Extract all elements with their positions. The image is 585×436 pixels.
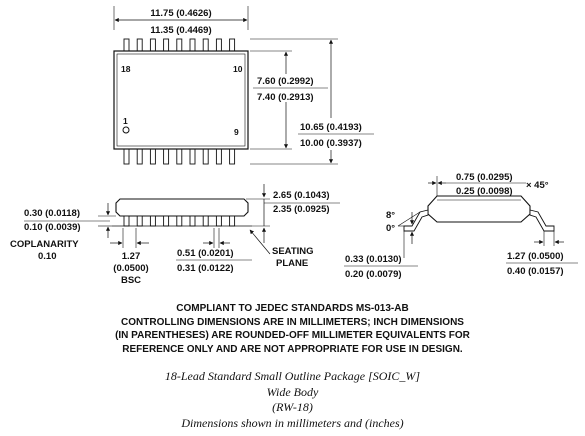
lead-thickness-min: 0.20 (0.0079) (345, 269, 402, 280)
top-pin-lower (163, 148, 170, 165)
top-pin-upper (123, 38, 130, 52)
top-pin-upper (163, 38, 170, 52)
side-lead (229, 215, 236, 227)
lead-width-min: 0.31 (0.0122) (177, 263, 234, 274)
overall-width-min: 11.35 (0.4469) (150, 25, 211, 36)
seating-label-2: PLANE (276, 258, 308, 269)
note-line: (IN PARENTHESES) ARE ROUNDED-OFF MILLIME… (115, 330, 470, 341)
top-body (113, 50, 249, 150)
pin1-indicator-icon (122, 126, 130, 134)
top-pins-lower (123, 148, 236, 165)
side-body (115, 198, 249, 217)
chamfer-angle: × 45° (526, 180, 549, 191)
side-leads (123, 215, 236, 227)
pitch-inch: (0.0500) (113, 263, 148, 274)
coplanarity-label: COPLANARITY (10, 239, 79, 250)
top-pin-lower (215, 148, 222, 165)
top-pin-upper (149, 38, 156, 52)
top-body-inner (116, 53, 246, 147)
coplanarity-value: 0.10 (38, 251, 57, 262)
note-line: REFERENCE ONLY AND ARE NOT APPROPRIATE F… (122, 343, 463, 355)
caption-block: 18-Lead Standard Small Outline Package [… (0, 369, 585, 431)
foot-length-max: 1.27 (0.0500) (507, 251, 564, 262)
notes-block: COMPLIANT TO JEDEC STANDARDS MS-013-AB C… (0, 302, 585, 356)
top-pin-upper (229, 38, 236, 52)
angle-min: 0° (386, 223, 395, 234)
pin-label-9: 9 (234, 127, 239, 137)
top-pin-lower (229, 148, 236, 165)
pitch-bsc: BSC (121, 275, 141, 286)
side-view: 2.65 (0.1043) 2.35 (0.0925) 0.30 (0.0118… (10, 184, 340, 286)
side-lead (215, 215, 222, 227)
side-lead (202, 215, 209, 227)
end-view: 0.75 (0.0295) 0.25 (0.0098) × 45° 8° 0° … (344, 172, 578, 280)
side-lead (163, 215, 170, 227)
seating-label-1: SEATING (272, 246, 314, 257)
top-pin-lower (202, 148, 209, 165)
end-lead-right (529, 209, 555, 232)
top-pin-lower (123, 148, 130, 165)
side-lead (123, 215, 130, 227)
foot-length-min: 0.40 (0.0157) (507, 266, 564, 277)
standoff-max: 0.30 (0.0118) (24, 208, 80, 219)
overall-width-max: 11.75 (0.4626) (150, 8, 211, 19)
pin-label-10: 10 (233, 64, 243, 74)
top-pin-lower (136, 148, 143, 165)
side-lead (176, 215, 183, 227)
total-width-max: 10.65 (0.4193) (300, 122, 362, 133)
total-width-min: 10.00 (0.3937) (300, 138, 362, 149)
top-pin-upper (136, 38, 143, 52)
standoff-min: 0.10 (0.0039) (24, 222, 81, 233)
pin-label-18: 18 (121, 64, 131, 74)
lead-thickness-max: 0.33 (0.0130) (345, 254, 402, 265)
caption-title: 18-Lead Standard Small Outline Package [… (164, 369, 421, 383)
top-pin-upper (215, 38, 222, 52)
top-pin-lower (149, 148, 156, 165)
chamfer-min: 0.25 (0.0098) (456, 186, 513, 197)
side-lead (149, 215, 156, 227)
side-lead (189, 215, 196, 227)
top-pin-upper (176, 38, 183, 52)
package-outline-drawing: 18 10 1 9 11.75 (0.4626) 11.35 (0.4469) … (10, 6, 578, 286)
height-min: 2.35 (0.0925) (273, 204, 330, 215)
body-width-min: 7.40 (0.2913) (257, 92, 314, 103)
pin-label-1: 1 (123, 116, 128, 126)
top-pins-upper (123, 38, 236, 52)
top-pin-upper (202, 38, 209, 52)
top-pin-lower (176, 148, 183, 165)
angle-max: 8° (386, 210, 395, 221)
top-pin-upper (189, 38, 196, 52)
note-line: CONTROLLING DIMENSIONS ARE IN MILLIMETER… (121, 316, 464, 328)
top-view: 18 10 1 9 11.75 (0.4626) 11.35 (0.4469) … (113, 6, 374, 165)
caption-units: Dimensions shown in millimeters and (inc… (181, 415, 404, 430)
caption-subtitle: Wide Body (266, 384, 319, 399)
note-line: COMPLIANT TO JEDEC STANDARDS MS-013-AB (176, 303, 409, 314)
body-width-max: 7.60 (0.2992) (257, 76, 314, 87)
end-lead-left (403, 209, 429, 232)
lead-width-max: 0.51 (0.0201) (177, 248, 234, 259)
caption-code: (RW-18) (272, 400, 313, 414)
height-max: 2.65 (0.1043) (273, 190, 330, 201)
top-pin-lower (189, 148, 196, 165)
side-lead (136, 215, 143, 227)
pitch-value: 1.27 (122, 251, 141, 262)
chamfer-max: 0.75 (0.0295) (456, 172, 513, 183)
